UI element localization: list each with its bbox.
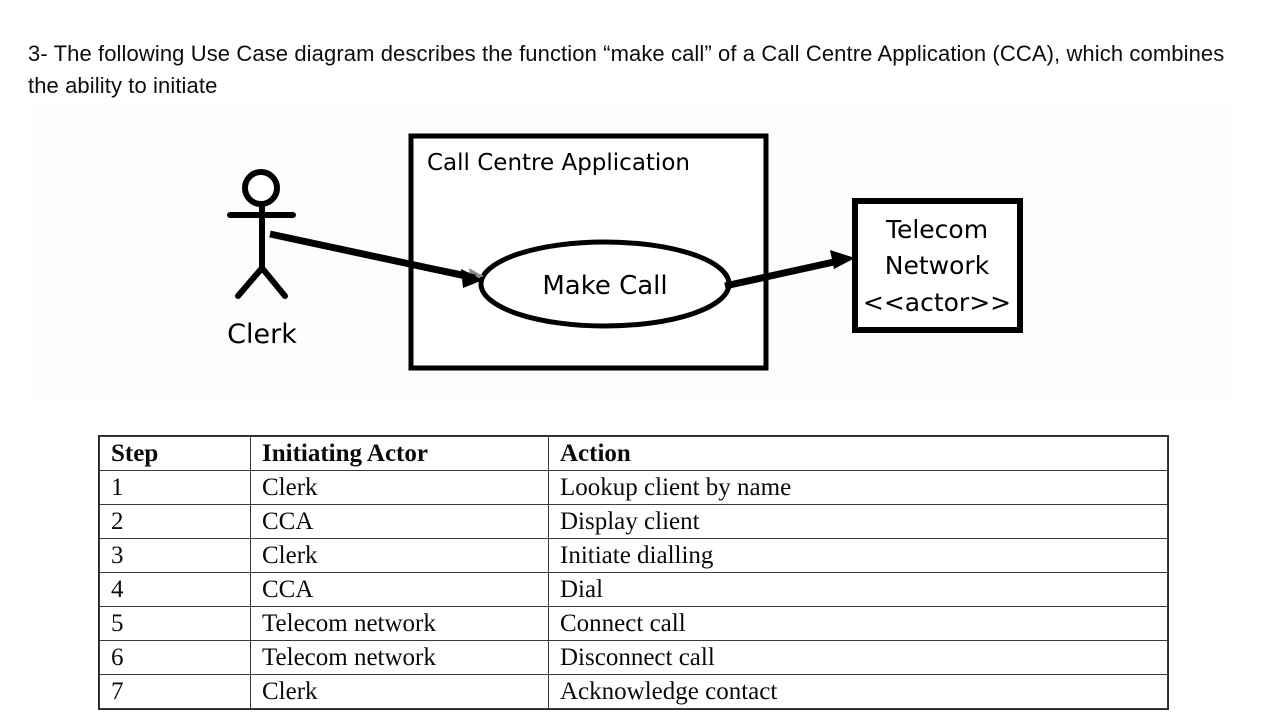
secondary-actor-name-line1: Telecom <box>885 215 988 244</box>
cell-action: Connect call <box>548 606 1168 641</box>
cell-step: 4 <box>99 572 251 607</box>
cell-action: Display client <box>548 504 1168 539</box>
column-header-actor: Initiating Actor <box>250 436 549 471</box>
association-clerk-to-make-call <box>269 230 483 288</box>
cell-step: 1 <box>99 470 251 505</box>
cell-step: 6 <box>99 640 251 675</box>
association-make-call-to-telecom-network <box>724 250 855 290</box>
question-text: 3- The following Use Case diagram descri… <box>28 41 1225 98</box>
system-boundary-label: Call Centre Application <box>427 150 690 176</box>
actor-label-clerk: Clerk <box>227 319 297 350</box>
use-case-steps-table: Step Initiating Actor Action 1 Clerk Loo… <box>98 435 1169 710</box>
cell-actor: CCA <box>250 572 549 607</box>
cell-action: Dial <box>548 572 1168 607</box>
column-header-action: Action <box>548 436 1168 471</box>
cell-step: 7 <box>99 674 251 709</box>
cell-actor: Telecom network <box>250 606 549 641</box>
cell-actor: Telecom network <box>250 640 549 675</box>
cell-action: Disconnect call <box>548 640 1168 675</box>
column-header-step: Step <box>99 436 251 471</box>
table-row: 1 Clerk Lookup client by name <box>99 470 1168 505</box>
secondary-actor-name-line2: Network <box>885 251 990 280</box>
cell-actor: Clerk <box>250 470 549 505</box>
table-row: 2 CCA Display client <box>99 504 1168 539</box>
table-header-row: Step Initiating Actor Action <box>99 436 1168 471</box>
cell-action: Acknowledge contact <box>548 674 1168 709</box>
cell-actor: CCA <box>250 504 549 539</box>
use-case-diagram-image: Call Centre Application Make Call Clerk <box>31 108 1232 400</box>
cell-step: 2 <box>99 504 251 539</box>
actor-leg-right <box>259 265 288 299</box>
cell-step: 5 <box>99 606 251 641</box>
table-row: 6 Telecom network Disconnect call <box>99 640 1168 675</box>
table-row: 7 Clerk Acknowledge contact <box>99 674 1168 709</box>
table-row: 4 CCA Dial <box>99 572 1168 607</box>
cell-step: 3 <box>99 538 251 573</box>
use-case-diagram-svg: Call Centre Application Make Call Clerk <box>227 133 1023 371</box>
secondary-actor-stereotype: <<actor>> <box>863 288 1011 317</box>
actor-stick-figure-clerk <box>227 169 296 299</box>
actor-leg-left <box>235 265 265 299</box>
cell-actor: Clerk <box>250 674 549 709</box>
cell-action: Initiate dialling <box>548 538 1168 573</box>
actor-head-icon <box>242 169 280 207</box>
table-row: 5 Telecom network Connect call <box>99 606 1168 641</box>
cell-actor: Clerk <box>250 538 549 573</box>
table-row: 3 Clerk Initiate dialling <box>99 538 1168 573</box>
secondary-actor-box-telecom-network <box>852 198 1023 333</box>
cell-action: Lookup client by name <box>548 470 1168 505</box>
use-case-label: Make Call <box>542 271 667 301</box>
